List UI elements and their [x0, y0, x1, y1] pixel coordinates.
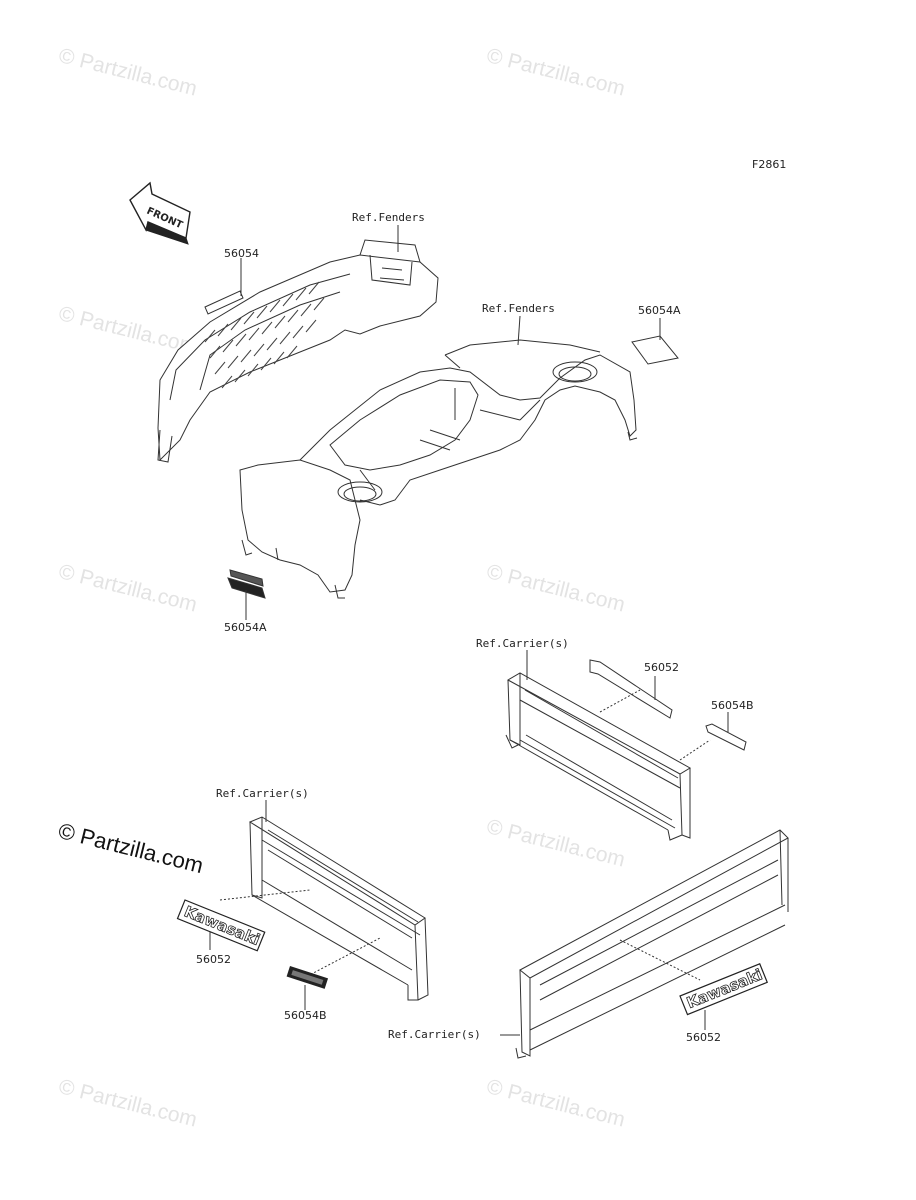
label-56052-right: 56052: [686, 1031, 721, 1044]
decal-56054A-bottom: [227, 569, 266, 599]
label-ref-fenders-2: Ref.Fenders: [482, 302, 555, 315]
carrier-panel-right: [515, 829, 789, 1059]
label-56054A-top: 56054A: [638, 304, 681, 317]
figure-code: F2861: [752, 158, 787, 171]
decal-56054B-top: [705, 723, 747, 751]
label-56054A-bottom: 56054A: [224, 621, 267, 634]
label-ref-carrier-3: Ref.Carrier(s): [388, 1028, 481, 1041]
label-56054B-bottom: 56054B: [284, 1009, 327, 1022]
decal-56054: [204, 290, 244, 315]
decal-56052-top: [589, 659, 673, 719]
kawasaki-decal-right: Kawasaki: [679, 963, 769, 1016]
label-56052-left: 56052: [196, 953, 231, 966]
label-56054B-top: 56054B: [711, 699, 754, 712]
kawasaki-decal-left: Kawasaki: [176, 899, 266, 952]
label-ref-carrier-2: Ref.Carrier(s): [216, 787, 309, 800]
carrier-panel-left: [248, 816, 429, 1001]
decal-56054B-bottom: [286, 966, 329, 989]
front-arrow-icon: FRONT: [129, 181, 191, 245]
carrier-panel-upper: [505, 672, 691, 841]
decal-56054A-top: [631, 335, 679, 365]
front-grille-panel: [157, 239, 439, 463]
label-ref-carrier-1: Ref.Carrier(s): [476, 637, 569, 650]
label-56052-top: 56052: [644, 661, 679, 674]
label-56054: 56054: [224, 247, 259, 260]
rear-fender-body: [239, 339, 638, 599]
label-ref-fenders-1: Ref.Fenders: [352, 211, 425, 224]
